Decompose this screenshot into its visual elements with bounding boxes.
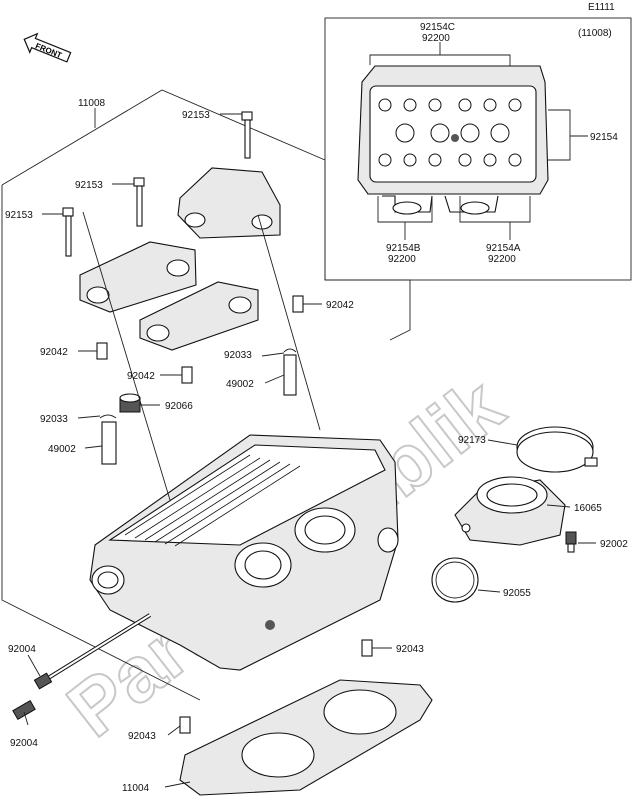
label-92033-left: 92033 <box>40 414 68 425</box>
label-92042-front: 92042 <box>40 347 68 358</box>
leader-lines <box>23 113 596 788</box>
label-92153-rear: 92153 <box>182 110 210 121</box>
label-49002-right: 49002 <box>226 379 254 390</box>
label-92154C: 92154C <box>420 22 455 33</box>
cam-cap-rear <box>177 167 281 239</box>
label-92043-right: 92043 <box>396 644 424 655</box>
label-92055: 92055 <box>503 588 531 599</box>
label-92200-right: 92200 <box>488 254 516 265</box>
throttle-insulator-16065 <box>454 476 566 546</box>
inset-ref: (11008) <box>578 28 612 39</box>
o-ring-92055 <box>431 557 479 603</box>
label-92154A: 92154A <box>486 243 521 254</box>
stud-92004-long <box>33 613 152 690</box>
label-92154B: 92154B <box>386 243 421 254</box>
label-49002-left: 49002 <box>48 444 76 455</box>
head-gasket-11004 <box>179 679 433 796</box>
clamp-92173 <box>516 426 598 473</box>
label-92153-mid: 92153 <box>75 180 103 191</box>
chain-guide-49002-left <box>101 421 117 465</box>
dowel-92043-right <box>361 639 373 657</box>
cylinder-head <box>89 434 399 671</box>
plug-92066 <box>119 393 141 413</box>
label-92042-middle: 92042 <box>127 371 155 382</box>
label-11008: 11008 <box>78 98 106 109</box>
cam-cap-front <box>79 241 197 313</box>
label-92004-bottom: 92004 <box>10 738 38 749</box>
screw-92002 <box>565 531 577 553</box>
dowel-92042-middle <box>181 366 193 384</box>
label-92153-front: 92153 <box>5 210 33 221</box>
stud-92004-short <box>12 699 36 721</box>
dowel-92042-rear <box>292 295 304 313</box>
chain-guide-49002-right <box>283 354 297 396</box>
diagram-code: E1111 <box>588 2 615 13</box>
label-92154: 92154 <box>590 132 618 143</box>
label-92033-right: 92033 <box>224 350 252 361</box>
dowel-92043-left <box>179 716 191 734</box>
bolt-92153-rear <box>241 111 253 159</box>
inset-frame <box>324 17 632 281</box>
label-16065: 16065 <box>574 503 602 514</box>
bolt-92153-mid <box>133 177 145 227</box>
dowel-92042-front <box>96 342 108 360</box>
cam-cap-middle <box>139 281 259 351</box>
label-92043-left: 92043 <box>128 731 156 742</box>
bolt-92153-front <box>62 207 74 257</box>
label-92173: 92173 <box>458 435 486 446</box>
label-92002: 92002 <box>600 539 628 550</box>
clip-92033-left <box>99 414 117 419</box>
inset-cylinder-head <box>357 65 549 215</box>
label-92200-top: 92200 <box>422 33 450 44</box>
label-11004: 11004 <box>122 783 150 794</box>
clip-92033-right <box>283 348 297 353</box>
label-92042-rear: 92042 <box>326 300 354 311</box>
label-92200-left: 92200 <box>388 254 416 265</box>
label-92004-top: 92004 <box>8 644 36 655</box>
front-arrow-icon: FRONT <box>23 32 72 63</box>
label-92066: 92066 <box>165 401 193 412</box>
